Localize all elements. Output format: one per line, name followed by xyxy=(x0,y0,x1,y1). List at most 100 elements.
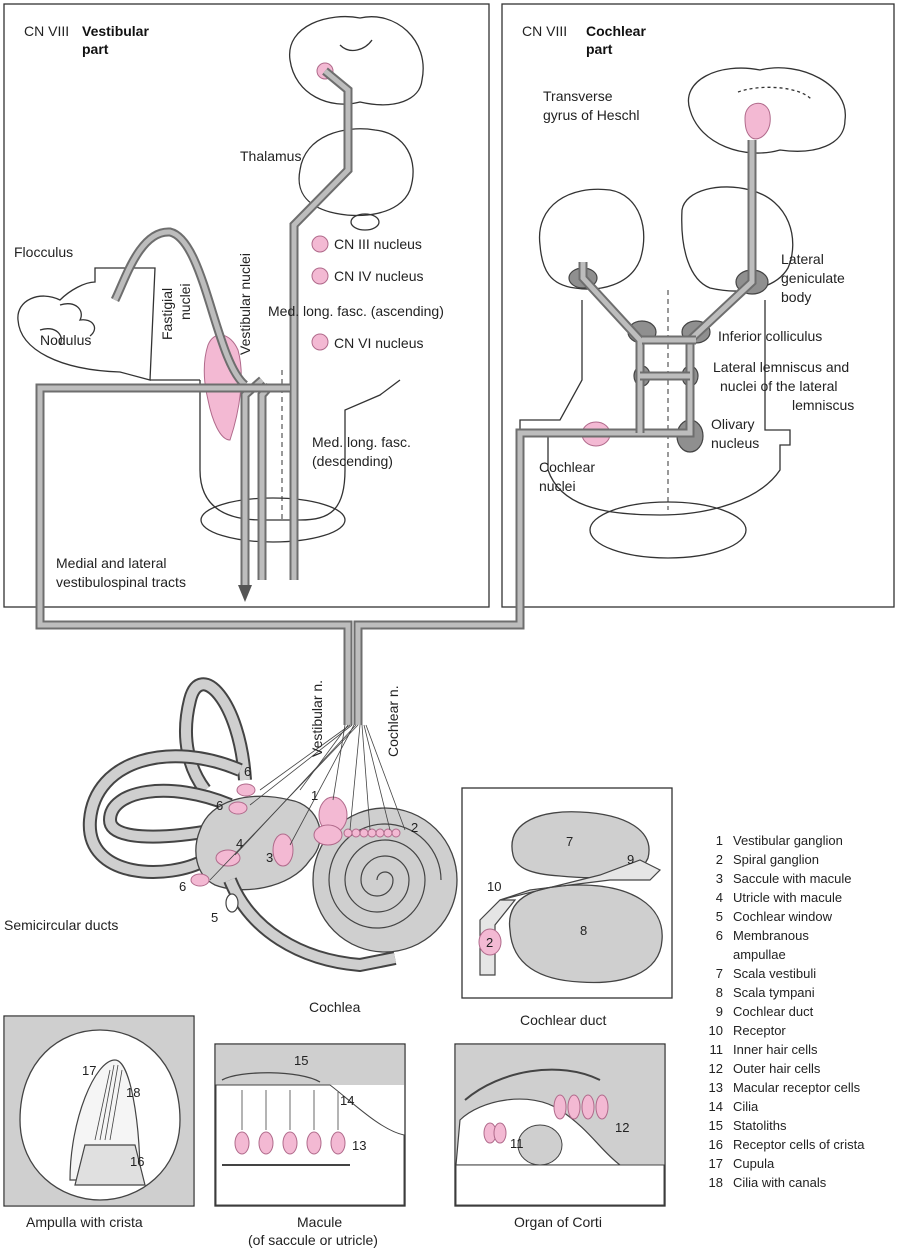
cochlear-n-label: Cochlear n. xyxy=(385,685,401,757)
legend-num-12: 12 xyxy=(709,1061,723,1076)
outer-hair-cell-c xyxy=(581,1094,595,1120)
legend-text-14: Cilia xyxy=(733,1099,759,1114)
legend-text-16: Receptor cells of crista xyxy=(733,1137,865,1152)
legend-text-18: Cilia with canals xyxy=(733,1175,827,1190)
ampulla-drawing xyxy=(5,1017,193,1205)
legend-text-6: Membranous xyxy=(733,928,809,943)
legend-num-10: 10 xyxy=(709,1023,723,1038)
ampulla-1 xyxy=(236,783,256,797)
vestibulospinal-label: Medial and lateral xyxy=(56,555,167,571)
legend-num-1: 1 xyxy=(716,833,723,848)
legend-num-4: 4 xyxy=(716,890,723,905)
macule-marker-14: 14 xyxy=(340,1093,354,1108)
legend-num-17: 17 xyxy=(709,1156,723,1171)
marker-5: 5 xyxy=(211,910,218,925)
legend-text-7: Scala vestibuli xyxy=(733,966,816,981)
outer-hair-cell-d xyxy=(595,1094,609,1120)
legend-num-13: 13 xyxy=(709,1080,723,1095)
corti-panel-frame xyxy=(454,1043,666,1207)
legend-num-3: 3 xyxy=(716,871,723,886)
legend-text-1: Vestibular ganglion xyxy=(733,833,843,848)
utricle-macule xyxy=(215,849,241,867)
cn6-nucleus-dot xyxy=(311,333,329,351)
vestibular-n-label: Vestibular n. xyxy=(309,680,325,757)
flocculus-label: Flocculus xyxy=(14,244,73,260)
legend-num-6: 6 xyxy=(716,928,723,943)
cn8-nerve-trunk xyxy=(35,620,525,725)
cochlear-panel-frame xyxy=(501,3,895,608)
mlf-descending-label-2: (descending) xyxy=(312,453,393,469)
cochlear-title: Cochlear xyxy=(586,23,646,39)
vestibular-nuclei-label: Vestibular nuclei xyxy=(237,253,253,355)
nodulus-label: Nodulus xyxy=(40,332,91,348)
macule-marker-13: 13 xyxy=(352,1138,366,1153)
legend-text-11: Inner hair cells xyxy=(733,1042,818,1057)
cochlear-duct-caption: Cochlear duct xyxy=(520,1012,606,1028)
lemniscus-label: Lateral lemniscus and xyxy=(713,359,849,375)
macule-caption-2: (of saccule or utricle) xyxy=(248,1232,378,1248)
marker-3: 3 xyxy=(266,850,273,865)
duct-marker-10: 10 xyxy=(487,879,501,894)
ampulla-marker-18: 18 xyxy=(126,1085,140,1100)
vestibular-title-2: part xyxy=(82,41,109,57)
vestibulospinal-label-2: vestibulospinal tracts xyxy=(56,574,186,590)
mlf-descending-label: Med. long. fasc. xyxy=(312,434,411,450)
ampulla-panel-frame xyxy=(3,1015,195,1207)
lemniscus-label-2: nuclei of the lateral xyxy=(720,378,838,394)
vestibular-panel-frame xyxy=(3,3,490,608)
cn3-nucleus-dot xyxy=(311,235,329,253)
legend-num-14: 14 xyxy=(709,1099,723,1114)
cochlear-nuclei-label: Cochlear xyxy=(539,459,595,475)
duct-marker-8: 8 xyxy=(580,923,587,938)
spiral-ganglion-row xyxy=(343,828,401,838)
mlf-ascending-label: Med. long. fasc. (ascending) xyxy=(268,303,444,319)
heschl-gyrus-area xyxy=(744,102,771,140)
marker-6b: 6 xyxy=(216,798,223,813)
cochlear-duct-panel-frame xyxy=(461,787,673,999)
legend-num-7: 7 xyxy=(716,966,723,981)
legend-num-2: 2 xyxy=(716,852,723,867)
spinal-arrowhead xyxy=(238,585,252,602)
lgb-label: Lateral xyxy=(781,251,824,267)
cochlear-nuclei-label-2: nuclei xyxy=(539,478,576,494)
legend-text-12: Outer hair cells xyxy=(733,1061,821,1076)
lgb-label-2: geniculate xyxy=(781,270,845,286)
cn3-label: CN III nucleus xyxy=(334,236,422,252)
duct-marker-9: 9 xyxy=(627,852,634,867)
cochlear-cn-label: CN VIII xyxy=(522,23,567,39)
legend-text-5: Cochlear window xyxy=(733,909,833,924)
macule-marker-15: 15 xyxy=(294,1053,308,1068)
cn4-nucleus-dot xyxy=(311,267,329,285)
corti-caption: Organ of Corti xyxy=(514,1214,602,1230)
legend-num-9: 9 xyxy=(716,1004,723,1019)
marker-1: 1 xyxy=(311,788,318,803)
ampulla-marker-16: 16 xyxy=(130,1154,144,1169)
marker-4: 4 xyxy=(236,836,243,851)
saccule-macule xyxy=(272,833,294,867)
cochlear-brain-drawing xyxy=(515,67,846,625)
vestibular-ganglion-2 xyxy=(313,824,343,846)
duct-marker-7: 7 xyxy=(566,834,573,849)
marker-6c: 6 xyxy=(179,879,186,894)
marker-6a: 6 xyxy=(244,764,251,779)
marker-2: 2 xyxy=(411,820,418,835)
macule-panel-frame xyxy=(214,1043,406,1207)
legend-text-15: Statoliths xyxy=(733,1118,787,1133)
spiral-ganglion-duct xyxy=(478,928,502,956)
ampulla-caption: Ampulla with crista xyxy=(26,1214,143,1230)
cn6-label: CN VI nucleus xyxy=(334,335,423,351)
vestibular-title: Vestibular xyxy=(82,23,149,39)
legend-text-17: Cupula xyxy=(733,1156,775,1171)
ampulla-3 xyxy=(190,873,210,887)
legend-num-18: 18 xyxy=(709,1175,723,1190)
legend-text-13: Macular receptor cells xyxy=(733,1080,861,1095)
legend-num-15: 15 xyxy=(709,1118,723,1133)
cochlear-duct-drawing xyxy=(478,811,663,984)
duct-marker-2: 2 xyxy=(486,935,493,950)
macule-caption: Macule xyxy=(297,1214,342,1230)
semicircular-ducts-label: Semicircular ducts xyxy=(4,917,118,933)
outer-hair-cell-b xyxy=(567,1094,581,1120)
corti-marker-11: 11 xyxy=(510,1136,524,1151)
legend-text-8: Scala tympani xyxy=(733,985,815,1000)
